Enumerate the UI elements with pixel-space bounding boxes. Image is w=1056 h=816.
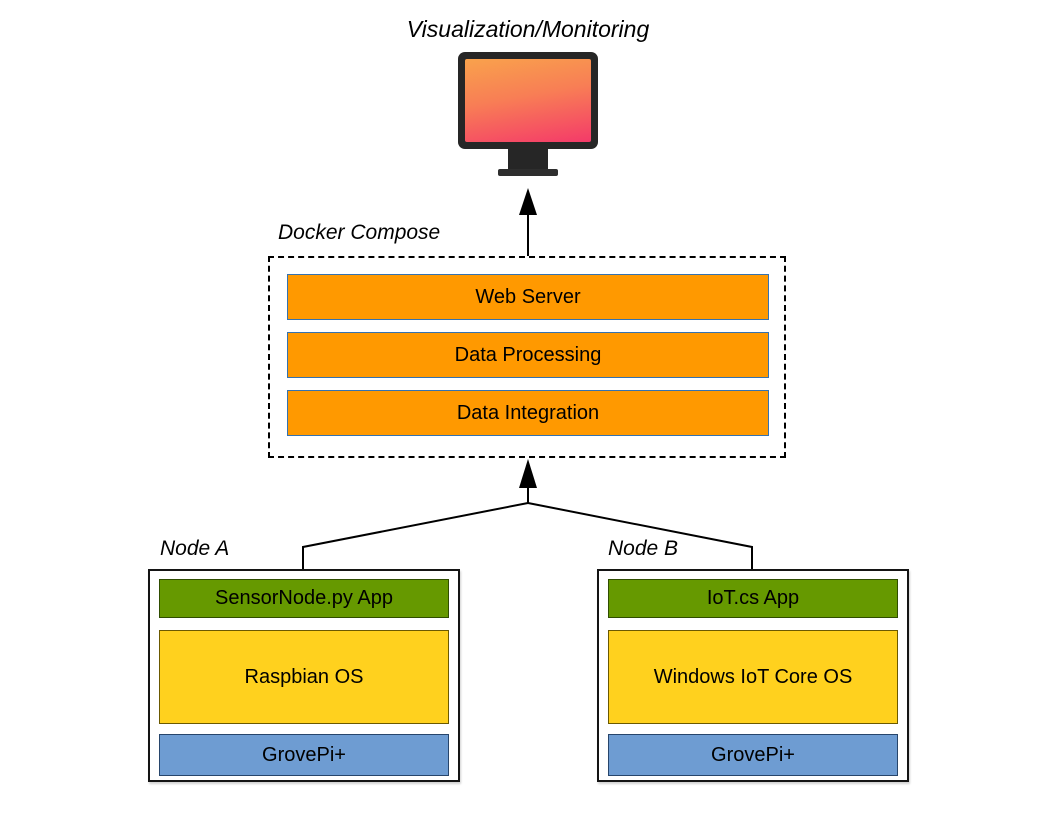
service-data-integration: Data Integration [287,390,769,436]
service-web-server: Web Server [287,274,769,320]
node-a-hardware-layer: GrovePi+ [159,734,449,776]
monitor-stand-base [498,169,558,176]
monitor-stand-neck [508,148,548,171]
node-b-label: Node B [608,537,679,560]
docker-compose-box: Web Server Data Processing Data Integrat… [268,256,786,458]
node-a-os-layer: Raspbian OS [159,630,449,724]
node-a-box: SensorNode.py App Raspbian OS GrovePi+ [148,569,460,782]
node-b-app-layer: IoT.cs App [608,579,898,618]
branch-line-node-a [302,502,529,570]
service-data-processing: Data Processing [287,332,769,378]
monitor-frame [458,52,598,149]
docker-compose-label: Docker Compose [278,221,441,244]
arrow-compose-to-monitor-head [519,188,537,215]
node-a-app-layer: SensorNode.py App [159,579,449,618]
diagram-title: Visualization/Monitoring [406,16,650,42]
monitor-screen [465,59,591,142]
node-b-os-layer: Windows IoT Core OS [608,630,898,724]
node-b-box: IoT.cs App Windows IoT Core OS GrovePi+ [597,569,909,782]
arrow-nodes-to-compose-head [519,459,537,488]
monitor-icon [458,52,598,176]
node-b-hardware-layer: GrovePi+ [608,734,898,776]
node-a-label: Node A [160,537,230,560]
